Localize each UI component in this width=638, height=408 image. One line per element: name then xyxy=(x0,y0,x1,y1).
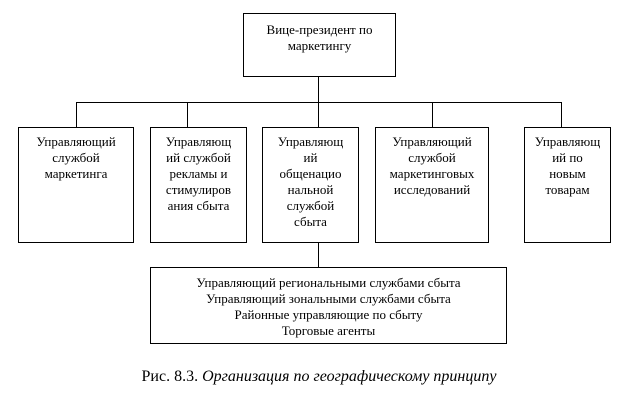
marketing-research-manager-box: Управляющий службой маркетинговых исслед… xyxy=(375,127,489,243)
connector-line xyxy=(318,243,319,267)
connector-line xyxy=(432,102,433,127)
box-text-line: Управляющий региональными службами сбыта xyxy=(196,275,461,290)
box-text-line: Управляющ xyxy=(534,134,601,149)
box-text-line: исследований xyxy=(393,182,471,197)
marketing-service-manager-box: Управляющий службой маркетинга xyxy=(18,127,134,243)
box-text-line: общенацио xyxy=(279,166,342,181)
box-text-line: ий xyxy=(303,150,318,165)
advertising-manager-box: Управляющ ий службой рекламы и стимулиро… xyxy=(150,127,247,243)
box-text-line: службой xyxy=(286,198,335,213)
box-text-line: маркетинга xyxy=(44,166,108,181)
box-text-line: товарам xyxy=(545,182,590,197)
sales-hierarchy-box: Управляющий региональными службами сбыта… xyxy=(150,267,507,344)
caption-prefix: Рис. 8.3. xyxy=(141,368,199,385)
box-text-line: Управляющий зональными службами сбыта xyxy=(206,291,451,306)
connector-line xyxy=(76,102,562,103)
vice-president-box: Вице-президент по маркетингу xyxy=(243,13,396,77)
box-text-line: ания сбыта xyxy=(167,198,230,213)
box-text-line: Вице-президент по xyxy=(266,22,373,37)
figure-caption: Рис. 8.3. Организация по географическому… xyxy=(0,368,638,386)
box-text-line: нальной xyxy=(287,182,334,197)
box-text-line: маркетингу xyxy=(287,38,352,53)
connector-line xyxy=(76,102,77,127)
box-text-line: ий по xyxy=(552,150,583,165)
connector-line xyxy=(318,102,319,127)
connector-line xyxy=(318,77,319,103)
national-sales-manager-box: Управляющ ий общенацио нальной службой с… xyxy=(262,127,359,243)
box-text-line: Управляющ xyxy=(165,134,232,149)
box-text-line: службой xyxy=(408,150,456,165)
connector-line xyxy=(187,102,188,127)
box-text-line: Управляющ xyxy=(277,134,344,149)
box-text-line: стимулиров xyxy=(165,182,232,197)
box-text-line: новым xyxy=(549,166,586,181)
box-text-line: рекламы и xyxy=(169,166,228,181)
box-text-line: Управляющий xyxy=(392,134,472,149)
new-products-manager-box: Управляющ ий по новым товарам xyxy=(524,127,611,243)
box-text-line: Районные управляющие по сбыту xyxy=(234,307,423,322)
connector-line xyxy=(561,102,562,127)
box-text-line: службой xyxy=(52,150,100,165)
box-text-line: ий службой xyxy=(166,150,231,165)
box-text-line: Торговые агенты xyxy=(281,323,376,338)
box-text-line: сбыта xyxy=(294,214,327,229)
caption-title: Организация по географическому принципу xyxy=(202,368,497,385)
box-text-line: Управляющий xyxy=(36,134,116,149)
box-text-line: маркетинговых xyxy=(389,166,475,181)
